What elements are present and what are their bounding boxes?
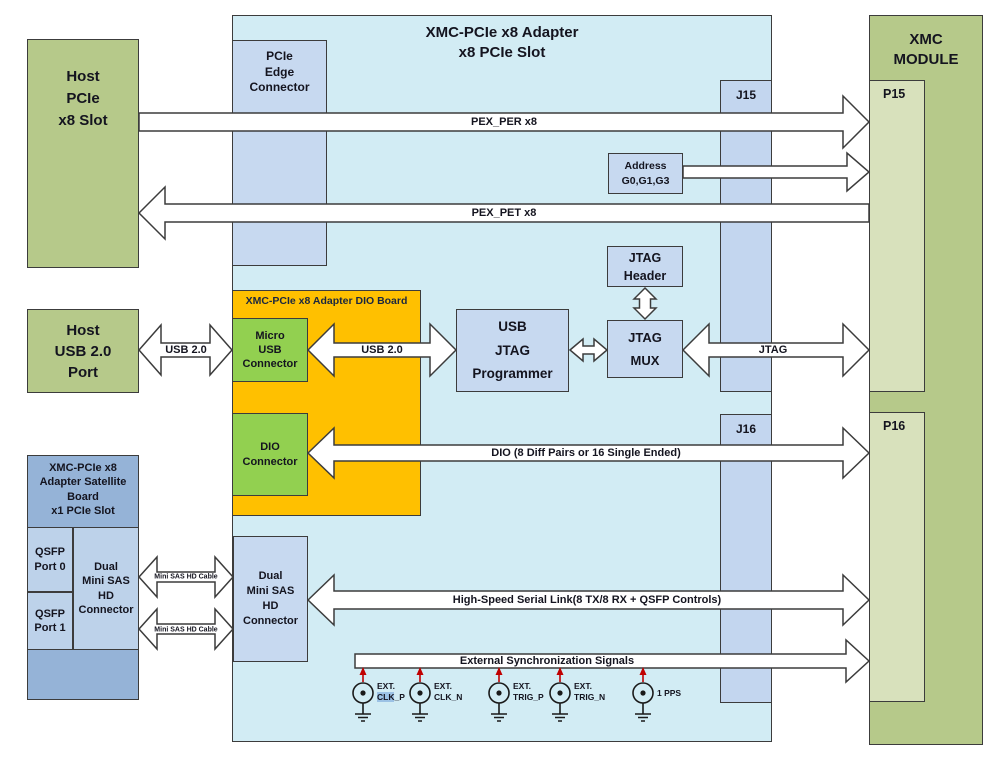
satellite-board-title: XMC-PCIe x8 Adapter Satellite Board x1 P…: [39, 462, 127, 517]
mini-sas-cable-bottom-label: Mini SAS HD Cable: [154, 626, 218, 634]
host-usb-port: Host USB 2.0 Port: [27, 309, 139, 393]
adapter-dual-mini-sas-connector: Dual Mini SAS HD Connector: [233, 536, 308, 662]
jtag-header: JTAG Header: [607, 246, 683, 287]
ext-sync-label: External Synchronization Signals: [459, 655, 635, 667]
one-pps-label: 1 PPS: [657, 688, 682, 698]
host-pcie-slot: Host PCIe x8 Slot: [27, 39, 139, 268]
dio-label: DIO (8 Diff Pairs or 16 Single Ended): [491, 447, 681, 459]
pex-pet-label: PEX_PET x8: [471, 207, 537, 219]
ext-clk-n-label: EXT.CLK_N: [434, 681, 463, 702]
qsfp-port-1-label: QSFP Port 1: [34, 607, 66, 634]
pcie-edge-connector-label: PCIe Edge Connector: [249, 49, 310, 95]
usb-jtag-programmer: USB JTAG Programmer: [456, 309, 569, 392]
qsfp-port-1: QSFP Port 1: [27, 592, 73, 650]
ext-trig-p-label: EXT.TRIG_P: [513, 681, 544, 702]
ext-trig-n-label: EXT.TRIG_N: [574, 681, 606, 702]
j16-connector: J16: [720, 414, 772, 703]
adapter-dual-mini-sas-label: Dual Mini SAS HD Connector: [243, 570, 298, 627]
p15-label: P15: [883, 87, 906, 101]
address-box-label: Address G0,G1,G3: [621, 160, 670, 187]
micro-usb-connector: Micro USB Connector: [232, 318, 308, 382]
jtag-mux-label: JTAG MUX: [628, 329, 662, 368]
qsfp-port-0: QSFP Port 0: [27, 527, 73, 592]
micro-usb-connector-label: Micro USB Connector: [242, 329, 298, 371]
satellite-dual-mini-sas-connector: Dual Mini SAS HD Connector: [73, 527, 139, 650]
p16-connector: P16: [869, 412, 925, 702]
pex-per-label: PEX_PER x8: [470, 116, 538, 128]
jtag-label: JTAG: [758, 344, 788, 356]
pcie-edge-connector: PCIe Edge Connector: [232, 40, 327, 266]
qsfp-port-0-label: QSFP Port 0: [34, 546, 66, 573]
ext-clk-p-label: EXT. CLK_P: [377, 681, 405, 702]
satellite-dual-mini-sas-label: Dual Mini SAS HD Connector: [78, 560, 134, 616]
p16-label: P16: [883, 419, 906, 433]
xmc-module-title: XMC MODULE: [893, 31, 959, 69]
j16-label: J16: [735, 422, 757, 436]
usb-jtag-programmer-label: USB JTAG Programmer: [472, 319, 553, 382]
jtag-mux: JTAG MUX: [607, 320, 683, 378]
p15-connector: P15: [869, 80, 925, 392]
usb-board-label: USB 2.0: [361, 344, 403, 356]
usb-host-label: USB 2.0: [165, 344, 207, 356]
adapter-board-title: XMC-PCIe x8 Adapter x8 PCIe Slot: [425, 24, 579, 62]
dio-connector: DIO Connector: [232, 413, 308, 496]
serial-link-label: High-Speed Serial Link(8 TX/8 RX + QSFP …: [452, 594, 722, 606]
mini-sas-cable-top-label: Mini SAS HD Cable: [154, 573, 218, 581]
jtag-header-label: JTAG Header: [623, 251, 667, 283]
j15-label: J15: [735, 88, 757, 102]
host-usb-port-label: Host USB 2.0 Port: [54, 321, 112, 381]
dio-board-title: XMC-PCIe x8 Adapter DIO Board: [245, 295, 408, 307]
dio-connector-label: DIO Connector: [242, 441, 298, 468]
clk-highlight: CLK: [377, 692, 395, 702]
host-pcie-slot-label: Host PCIe x8 Slot: [58, 68, 108, 129]
address-box: Address G0,G1,G3: [608, 153, 683, 194]
